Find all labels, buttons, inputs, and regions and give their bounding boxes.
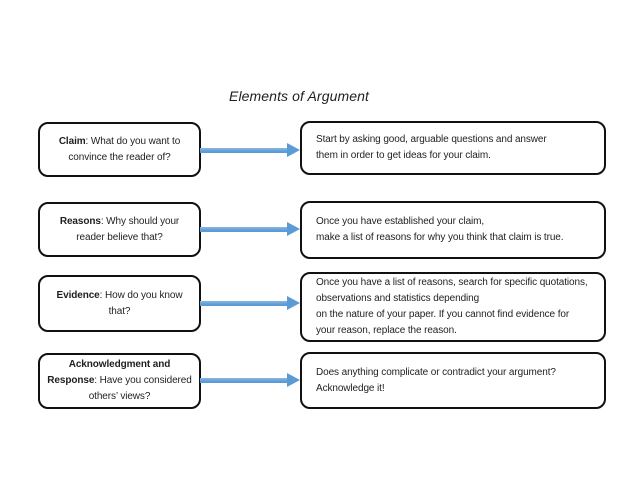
arrow-shaft: [200, 301, 289, 306]
arrow-shaft: [200, 227, 289, 232]
reasons-term: Reasons: [59, 215, 101, 227]
claim-box: Claim: What do you want to convince the …: [38, 122, 201, 177]
arrow-right-icon: [200, 296, 300, 310]
response-term: Response: [47, 375, 95, 386]
description-line: on the nature of your paper. If you cann…: [316, 309, 570, 320]
description-line: them in order to get ideas for your clai…: [316, 150, 491, 161]
reasons-box: Reasons: Why should your reader believe …: [38, 202, 201, 257]
acknowledgment-box-line: Response: Have you considered: [46, 373, 193, 389]
arrow-head: [287, 373, 300, 387]
description-line: your reason, replace the reason.: [316, 325, 457, 336]
claim-text: : What do you want to: [85, 135, 181, 147]
acknowledgment-box-line: others’ views?: [88, 391, 151, 402]
claim-description-box: Start by asking good, arguable questions…: [300, 121, 606, 175]
evidence-description-box: Once you have a list of reasons, search …: [300, 272, 606, 342]
response-text: : Have you considered: [94, 375, 192, 386]
acknowledgment-description-box: Does anything complicate or contradict y…: [300, 352, 606, 409]
arrow-right-icon: [200, 222, 300, 236]
reasons-box-line: Reasons: Why should your: [46, 214, 193, 230]
evidence-box-line: that?: [108, 305, 131, 317]
arrow-head: [287, 222, 300, 236]
description-line: Acknowledge it!: [316, 382, 385, 394]
description-line: observations and statistics depending: [316, 293, 480, 304]
arrow-head: [287, 296, 300, 310]
claim-box-line: Claim: What do you want to: [46, 134, 193, 150]
arrow-head: [287, 143, 300, 157]
claim-box-line: convince the reader of?: [68, 151, 171, 163]
evidence-term: Evidence: [56, 289, 100, 301]
evidence-box-line: Evidence: How do you know: [46, 288, 193, 304]
reasons-description-box: Once you have established your claim, ma…: [300, 201, 606, 259]
description-line: Once you have established your claim,: [316, 216, 485, 227]
arrow-right-icon: [200, 373, 300, 387]
description-line: make a list of reasons for why you think…: [316, 232, 564, 243]
page-title: Elements of Argument: [229, 88, 369, 104]
arrow-right-icon: [200, 143, 300, 157]
evidence-text: : How do you know: [99, 289, 183, 301]
acknowledgment-response-box: Acknowledgment and Response: Have you co…: [38, 353, 201, 409]
arrow-shaft: [200, 378, 289, 383]
arrow-shaft: [200, 148, 289, 153]
claim-term: Claim: [58, 135, 86, 147]
description-line: Does anything complicate or contradict y…: [316, 366, 556, 378]
description-line: Start by asking good, arguable questions…: [316, 134, 547, 145]
acknowledgment-term: Acknowledgment and: [68, 359, 171, 370]
reasons-box-line: reader believe that?: [76, 231, 163, 243]
evidence-box: Evidence: How do you know that?: [38, 275, 201, 332]
acknowledgment-box-line: Acknowledgment and: [46, 357, 193, 373]
reasons-text: : Why should your: [100, 215, 180, 227]
description-line: Once you have a list of reasons, search …: [316, 277, 588, 288]
